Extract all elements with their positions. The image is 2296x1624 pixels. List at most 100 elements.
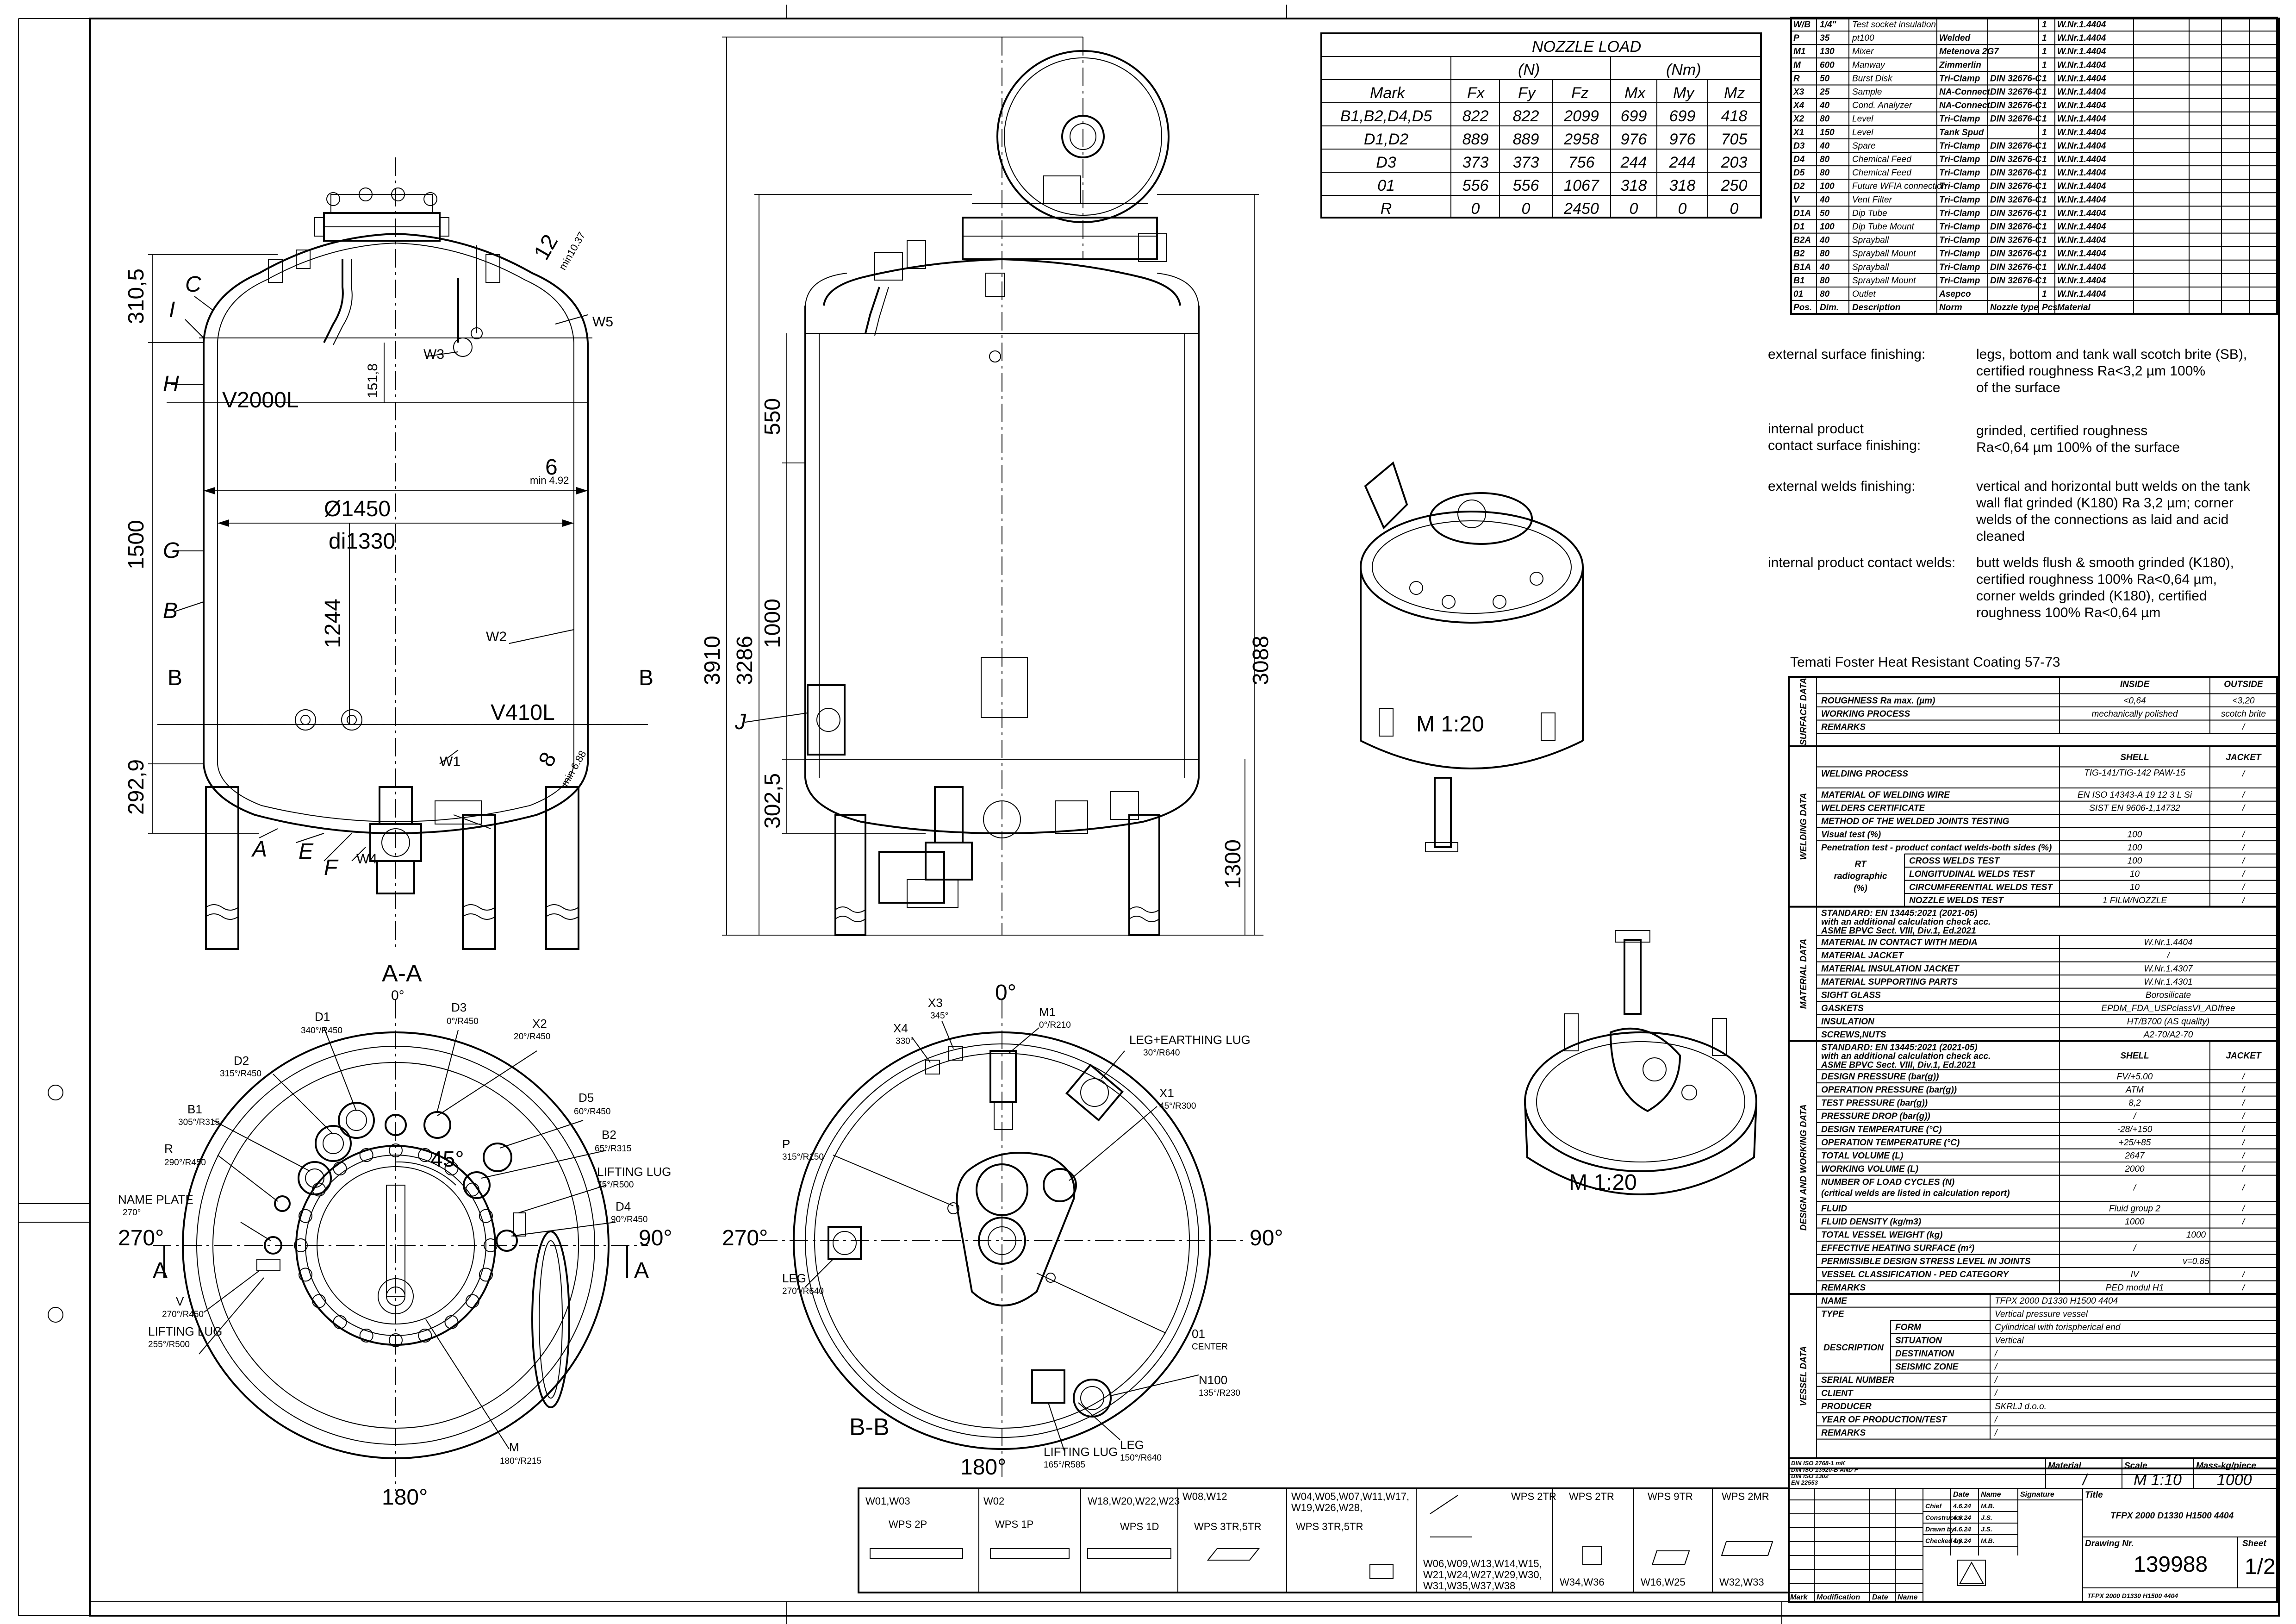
- bom-cell: W.Nr.1.4404: [2057, 74, 2106, 83]
- sheet-value: /: [2166, 951, 2170, 961]
- nozzle-load-cell: 756: [1568, 154, 1595, 171]
- bom-cell: 80: [1820, 276, 1830, 286]
- section-bb: [759, 1000, 1245, 1481]
- bom-cell: 100: [1820, 181, 1835, 191]
- bom-cell: Chemical Feed: [1852, 168, 1912, 178]
- dim-3088: 3088: [1249, 636, 1273, 685]
- sheet-label: CLIENT: [1821, 1389, 1854, 1399]
- nozzle-load-cell: 0: [1471, 200, 1480, 218]
- bom-cell: Metenova 2G7: [1939, 47, 1999, 56]
- nozzle-load-cell: 244: [1620, 154, 1647, 171]
- aa-angle-0: 0°: [391, 988, 404, 1003]
- vessel-description-label: DESCRIPTION: [1823, 1343, 1884, 1353]
- bom-cell: DIN 32676-C: [1990, 87, 2041, 97]
- bom-cell: 40: [1819, 195, 1830, 205]
- sheet-value: FV/+5.00: [2117, 1072, 2153, 1082]
- weld-W2: W2: [486, 629, 507, 644]
- bb-nozzle-pos: 315°/R150: [782, 1152, 824, 1162]
- sheet-standard: STANDARD: EN 13445:2021 (2021-05): [1821, 1043, 1978, 1053]
- manway-bolt: [444, 1162, 459, 1176]
- aa-manway: [295, 1145, 496, 1346]
- sheet-value: /: [1994, 1389, 1998, 1399]
- sheet-label: SITUATION: [1895, 1336, 1942, 1346]
- sheet-label: NUMBER OF LOAD CYCLES (N): [1821, 1178, 1954, 1187]
- bom-cell: 50: [1820, 208, 1830, 218]
- isometric-view-2: [1524, 930, 1757, 1195]
- tb-drawing-sub: TFPX 2000 D1330 H1500 4404: [2087, 1592, 2178, 1599]
- bom-cell: 1: [2042, 74, 2047, 83]
- sheet-value: /: [2241, 1151, 2246, 1161]
- bom-cell: W.Nr.1.4404: [2057, 47, 2106, 56]
- sheet-value: 100: [2128, 856, 2142, 866]
- level-top: V2000L: [222, 388, 299, 412]
- wps-weld-list: W16,W25: [1641, 1576, 1686, 1588]
- tb-sheet-value: 1/2: [2245, 1555, 2276, 1579]
- sheet-label: MATERIAL JACKET: [1821, 951, 1904, 961]
- bom-cell: 1: [2042, 276, 2047, 286]
- aa-nozzle-name: D5: [579, 1091, 594, 1105]
- dim-550: 550: [760, 398, 785, 435]
- sheet-label: ROUGHNESS Ra max. (µm): [1821, 696, 1935, 706]
- sheet-value: HT/B700 (AS quality): [2127, 1017, 2209, 1027]
- sheet-rt-label: (%): [1854, 884, 1867, 893]
- bom-cell: Zimmerlin: [1939, 60, 1981, 70]
- sheet-value: 8,2: [2128, 1099, 2141, 1108]
- sheet-value: mechanically polished: [2092, 709, 2178, 719]
- sheet-value: TFPX 2000 D1330 H1500 4404: [1995, 1296, 2118, 1306]
- sheet-value: W.Nr.1.4301: [2144, 977, 2192, 987]
- bb-nozzle-name: N100: [1199, 1373, 1227, 1387]
- tb-material-label: Material: [2048, 1461, 2082, 1471]
- aa-nozzle-pos: 270°/R450: [162, 1310, 204, 1319]
- bb-angle-180: 180°: [960, 1455, 1006, 1480]
- finishing-text: vertical and horizontal butt welds on th…: [1976, 479, 2251, 494]
- sheet-label: TEST PRESSURE (bar(g)): [1821, 1099, 1928, 1108]
- wps-weld-list: W06,W09,W13,W14,W15,: [1423, 1558, 1542, 1569]
- bom-cell: Welded: [1939, 33, 1971, 43]
- bom-cell: 1: [2042, 47, 2047, 56]
- bom-cell: X2: [1793, 114, 1804, 124]
- tb-sign-cell: Drawn by: [1925, 1525, 1955, 1533]
- coating-note: Temati Foster Heat Resistant Coating 57-…: [1790, 655, 2060, 670]
- wps-procedure: WPS 1D: [1120, 1521, 1159, 1532]
- aa-nozzle-pos: 305°/R315: [178, 1118, 220, 1127]
- sheet-value: Fluid group 2: [2109, 1204, 2160, 1214]
- wps-weld-list: W04,W05,W07,W11,W17,: [1291, 1491, 1409, 1502]
- bom-cell: M: [1793, 60, 1801, 70]
- bom-cell: W.Nr.1.4404: [2057, 195, 2106, 205]
- bom-cell: DIN 32676-C: [1990, 208, 2041, 218]
- wps-procedure: WPS 2P: [889, 1518, 927, 1530]
- side-lug: [807, 684, 846, 756]
- tb-sign-cell: 4.6.24: [1953, 1502, 1971, 1510]
- aa-nozzle-pos: 75°/R500: [597, 1180, 634, 1190]
- nozzle-load-cell: 822: [1462, 107, 1489, 125]
- bom-cell: W.Nr.1.4404: [2057, 20, 2106, 30]
- bom-cell: W.Nr.1.4404: [2057, 128, 2106, 137]
- nozzle-load-cell: 418: [1721, 107, 1748, 125]
- side-view-labels: 3910 3286 550 1000 302,5 3088 1300 J: [700, 398, 1273, 889]
- dim-292: 292,9: [124, 759, 149, 815]
- manway-bolt: [333, 1162, 347, 1176]
- finishing-text: legs, bottom and tank wall scotch brite …: [1976, 347, 2247, 362]
- bom-cell: DIN 32676-C: [1990, 249, 2041, 259]
- bom-cell: Tri-Clamp: [1939, 276, 1980, 286]
- iso-scale-1: M 1:20: [1416, 712, 1484, 737]
- sheet-head: JACKET: [2226, 1051, 2261, 1061]
- nozzle-load-cell: 976: [1621, 131, 1647, 148]
- manway-bolt: [418, 1148, 432, 1162]
- bom-cell: W.Nr.1.4404: [2057, 249, 2106, 259]
- bom-cell: W.Nr.1.4404: [2057, 208, 2106, 218]
- nozzle-load-cell: 0: [1630, 200, 1638, 218]
- sheet-value: SIST EN 9606-1,14732: [2089, 804, 2180, 813]
- sheet-label: FORM: [1895, 1323, 1922, 1332]
- nozzle-load-cell: 244: [1669, 154, 1696, 171]
- bom-cell: D4: [1793, 155, 1805, 164]
- aa-nozzle-pos: 290°/R450: [164, 1158, 206, 1168]
- sheet-head: OUTSIDE: [2224, 680, 2264, 689]
- sheet-value: Borosilicate: [2146, 991, 2191, 1000]
- aa-nozzle-name: B1: [187, 1102, 202, 1116]
- sheet-value: /: [2133, 1183, 2137, 1193]
- nozzle-load-cell: 373: [1513, 154, 1539, 171]
- bom-cell: 1: [2042, 33, 2047, 43]
